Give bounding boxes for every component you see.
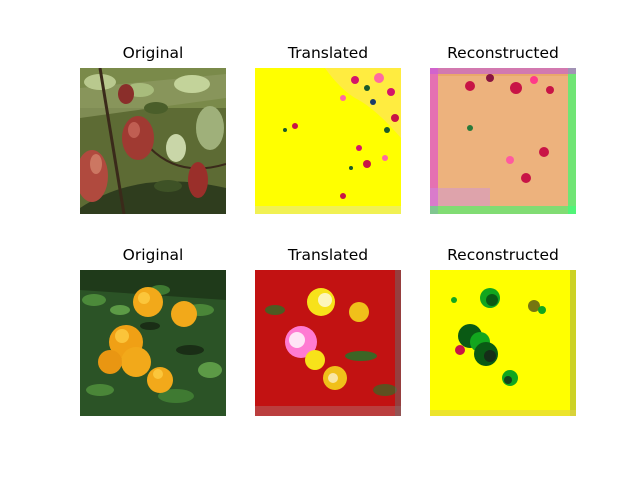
apples-original-image bbox=[80, 68, 226, 214]
panel-title: Original bbox=[122, 44, 184, 62]
oranges-reconstructed-image bbox=[430, 270, 576, 416]
oranges-original-image bbox=[80, 270, 226, 416]
panel-title: Reconstructed bbox=[447, 44, 559, 62]
panel-title: Translated bbox=[287, 44, 369, 62]
apples-translated-image bbox=[255, 68, 401, 214]
oranges-translated-image bbox=[255, 270, 401, 416]
panel-title: Original bbox=[122, 246, 184, 264]
panel-title: Translated bbox=[287, 246, 369, 264]
apples-reconstructed-image bbox=[430, 68, 576, 214]
panel-title: Reconstructed bbox=[447, 246, 559, 264]
